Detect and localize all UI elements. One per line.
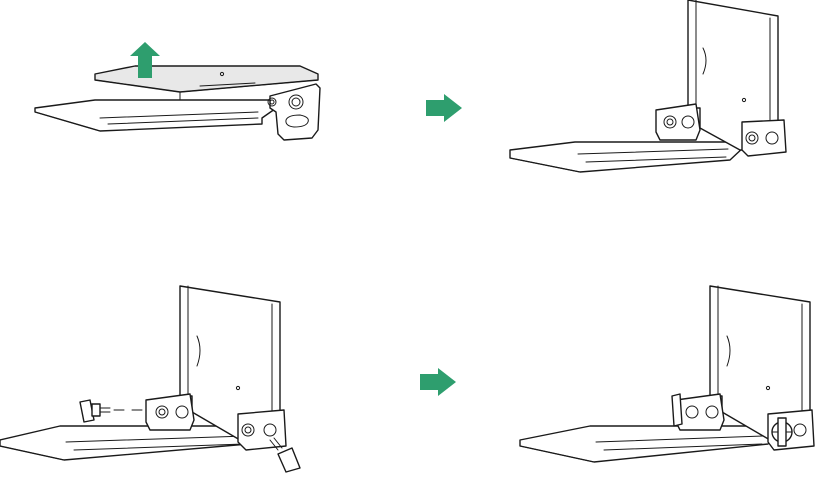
thumb-screw-icon bbox=[79, 399, 143, 423]
right-bracket bbox=[741, 119, 787, 157]
right-arrow-icon bbox=[420, 368, 456, 396]
thumb-screw-icon bbox=[269, 437, 301, 473]
step-3-insert-screws bbox=[0, 285, 301, 473]
front-bracket bbox=[671, 393, 725, 431]
up-arrow-icon bbox=[130, 42, 160, 78]
base-plate bbox=[0, 425, 265, 461]
front-bracket bbox=[145, 393, 195, 431]
step-1-lift-plate bbox=[34, 42, 321, 141]
step-2-vertical-bracket bbox=[509, 0, 787, 173]
thumb-screw-icon bbox=[771, 417, 793, 447]
front-bracket bbox=[655, 103, 701, 141]
step-4-tightened bbox=[519, 285, 815, 463]
base-plate bbox=[34, 99, 283, 132]
side-bracket bbox=[267, 83, 321, 141]
base-plate bbox=[509, 141, 746, 173]
right-arrow-icon bbox=[426, 94, 462, 122]
base-plate bbox=[519, 425, 786, 463]
right-bracket bbox=[237, 409, 287, 451]
